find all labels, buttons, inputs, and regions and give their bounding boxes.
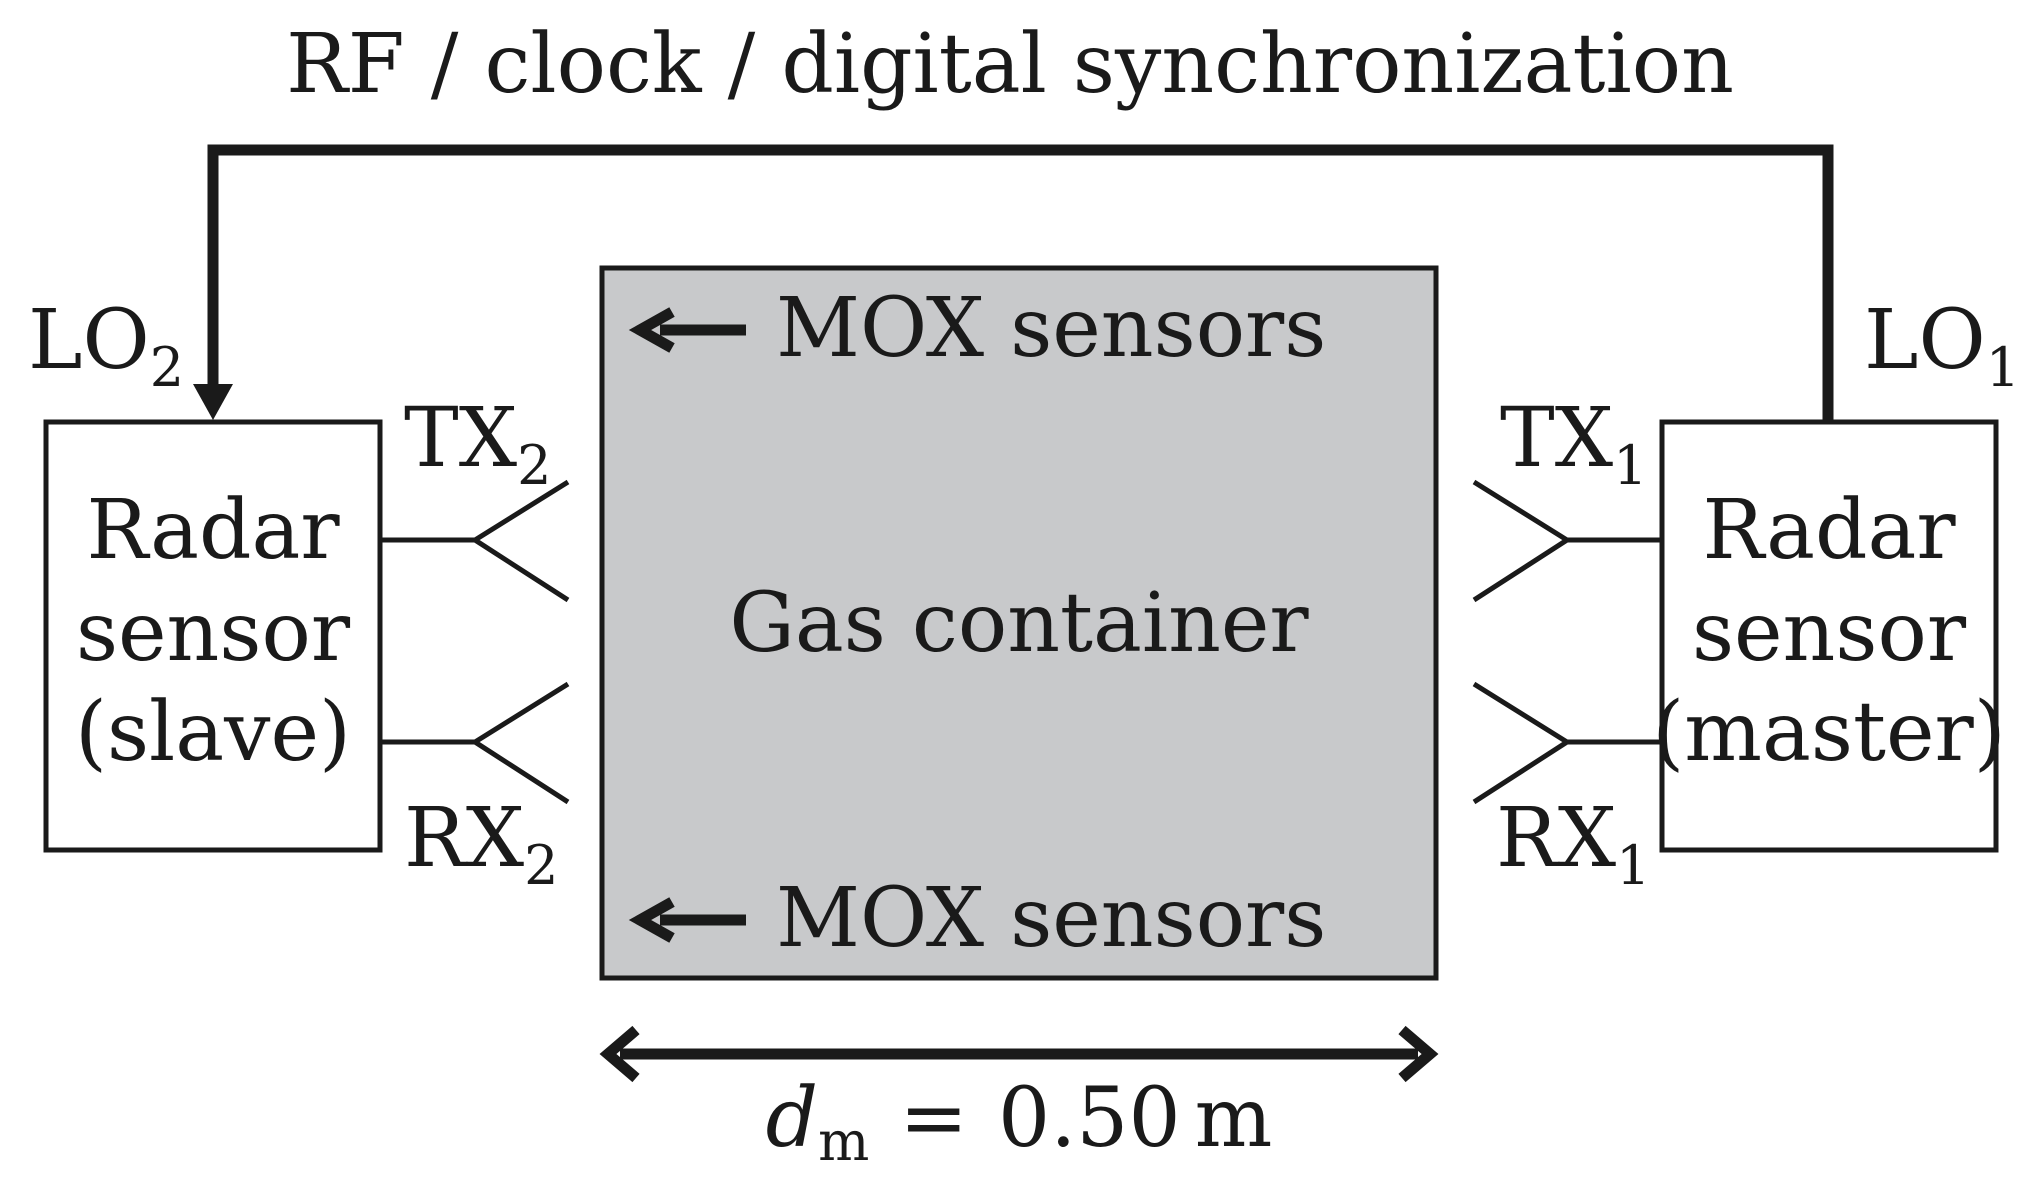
mox-top-arrowhead xyxy=(628,307,675,353)
radar-master-line2: sensor xyxy=(1692,585,1967,680)
sync-link-line xyxy=(207,144,1834,420)
sync-label: RF / clock / digital synchronization xyxy=(286,17,1734,112)
rx1-label: RX1 xyxy=(1496,791,1650,897)
radar-master-box xyxy=(1659,419,1999,853)
radar-master-line3: (master) xyxy=(1652,685,2005,780)
rx2-antenna-icon xyxy=(470,681,570,805)
tx1-label: TX1 xyxy=(1500,391,1647,497)
mox-bottom-label: MOX sensors xyxy=(776,871,1326,966)
radar-master-line1: Radar xyxy=(1702,483,1956,578)
rx2-label: RX2 xyxy=(404,791,558,897)
mox-top-label: MOX sensors xyxy=(776,281,1326,376)
lo2-label: LO2 xyxy=(28,293,184,399)
distance-arrow-right-head xyxy=(1398,1025,1439,1083)
radar-slave-line3: (slave) xyxy=(75,685,351,780)
sync-arrowhead xyxy=(193,384,233,420)
gas-container-box xyxy=(599,265,1439,981)
gas-container-label: Gas container xyxy=(729,576,1309,671)
rx1-antenna-icon xyxy=(1472,681,1572,805)
lo1-label: LO1 xyxy=(1864,293,2020,399)
tx2-antenna-icon xyxy=(470,479,570,603)
radar-slave-line2: sensor xyxy=(76,585,351,680)
distance-arrow-left-head xyxy=(599,1025,640,1083)
mox-bottom-arrowhead xyxy=(628,897,675,943)
tx1-antenna-icon xyxy=(1472,479,1572,603)
radar-slave-line1: Radar xyxy=(86,483,340,578)
tx2-label: TX2 xyxy=(404,391,551,497)
radar-slave-box xyxy=(43,419,383,853)
